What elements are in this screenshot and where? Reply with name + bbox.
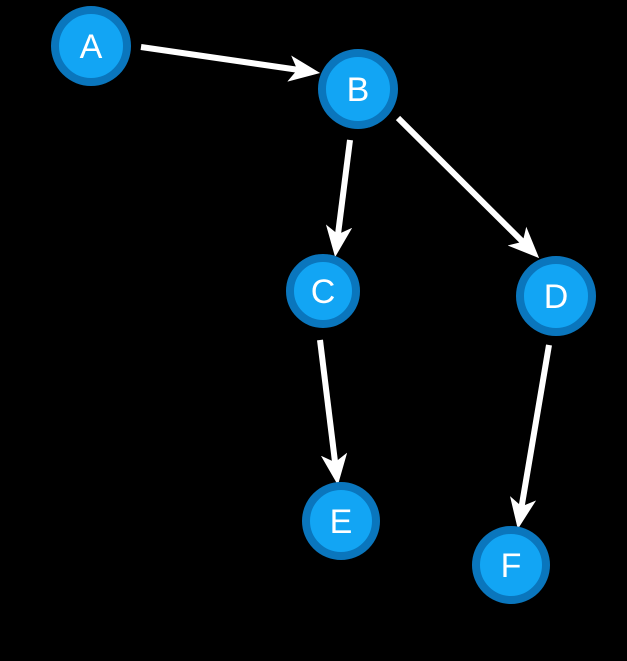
- graph-node-c[interactable]: C: [286, 254, 360, 328]
- node-circle-a[interactable]: [51, 6, 131, 86]
- graph-node-b[interactable]: B: [318, 49, 398, 129]
- node-label-b: B: [347, 71, 370, 109]
- graph-node-e[interactable]: E: [302, 482, 380, 560]
- node-label-c: C: [311, 273, 336, 311]
- edges-layer: [140, 44, 552, 530]
- node-label-f: F: [501, 547, 522, 585]
- node-label-e: E: [330, 503, 353, 541]
- graph-edge-b-to-d[interactable]: [395, 115, 540, 259]
- nodes-layer: A B C D E F: [51, 6, 596, 604]
- graph-edge-d-to-f[interactable]: [509, 344, 552, 530]
- node-circle-b[interactable]: [318, 49, 398, 129]
- graph-node-f[interactable]: F: [472, 526, 550, 604]
- node-label-a: A: [80, 28, 103, 66]
- graph-edge-a-to-b[interactable]: [140, 44, 321, 82]
- node-circle-c[interactable]: [286, 254, 360, 328]
- node-label-d: D: [544, 278, 569, 316]
- graph-edge-c-to-e[interactable]: [317, 339, 348, 486]
- node-circle-e[interactable]: [302, 482, 380, 560]
- graph-edge-b-to-c[interactable]: [325, 139, 353, 258]
- graph-node-d[interactable]: D: [516, 256, 596, 336]
- graph-node-a[interactable]: A: [51, 6, 131, 86]
- node-circle-f[interactable]: [472, 526, 550, 604]
- node-circle-d[interactable]: [516, 256, 596, 336]
